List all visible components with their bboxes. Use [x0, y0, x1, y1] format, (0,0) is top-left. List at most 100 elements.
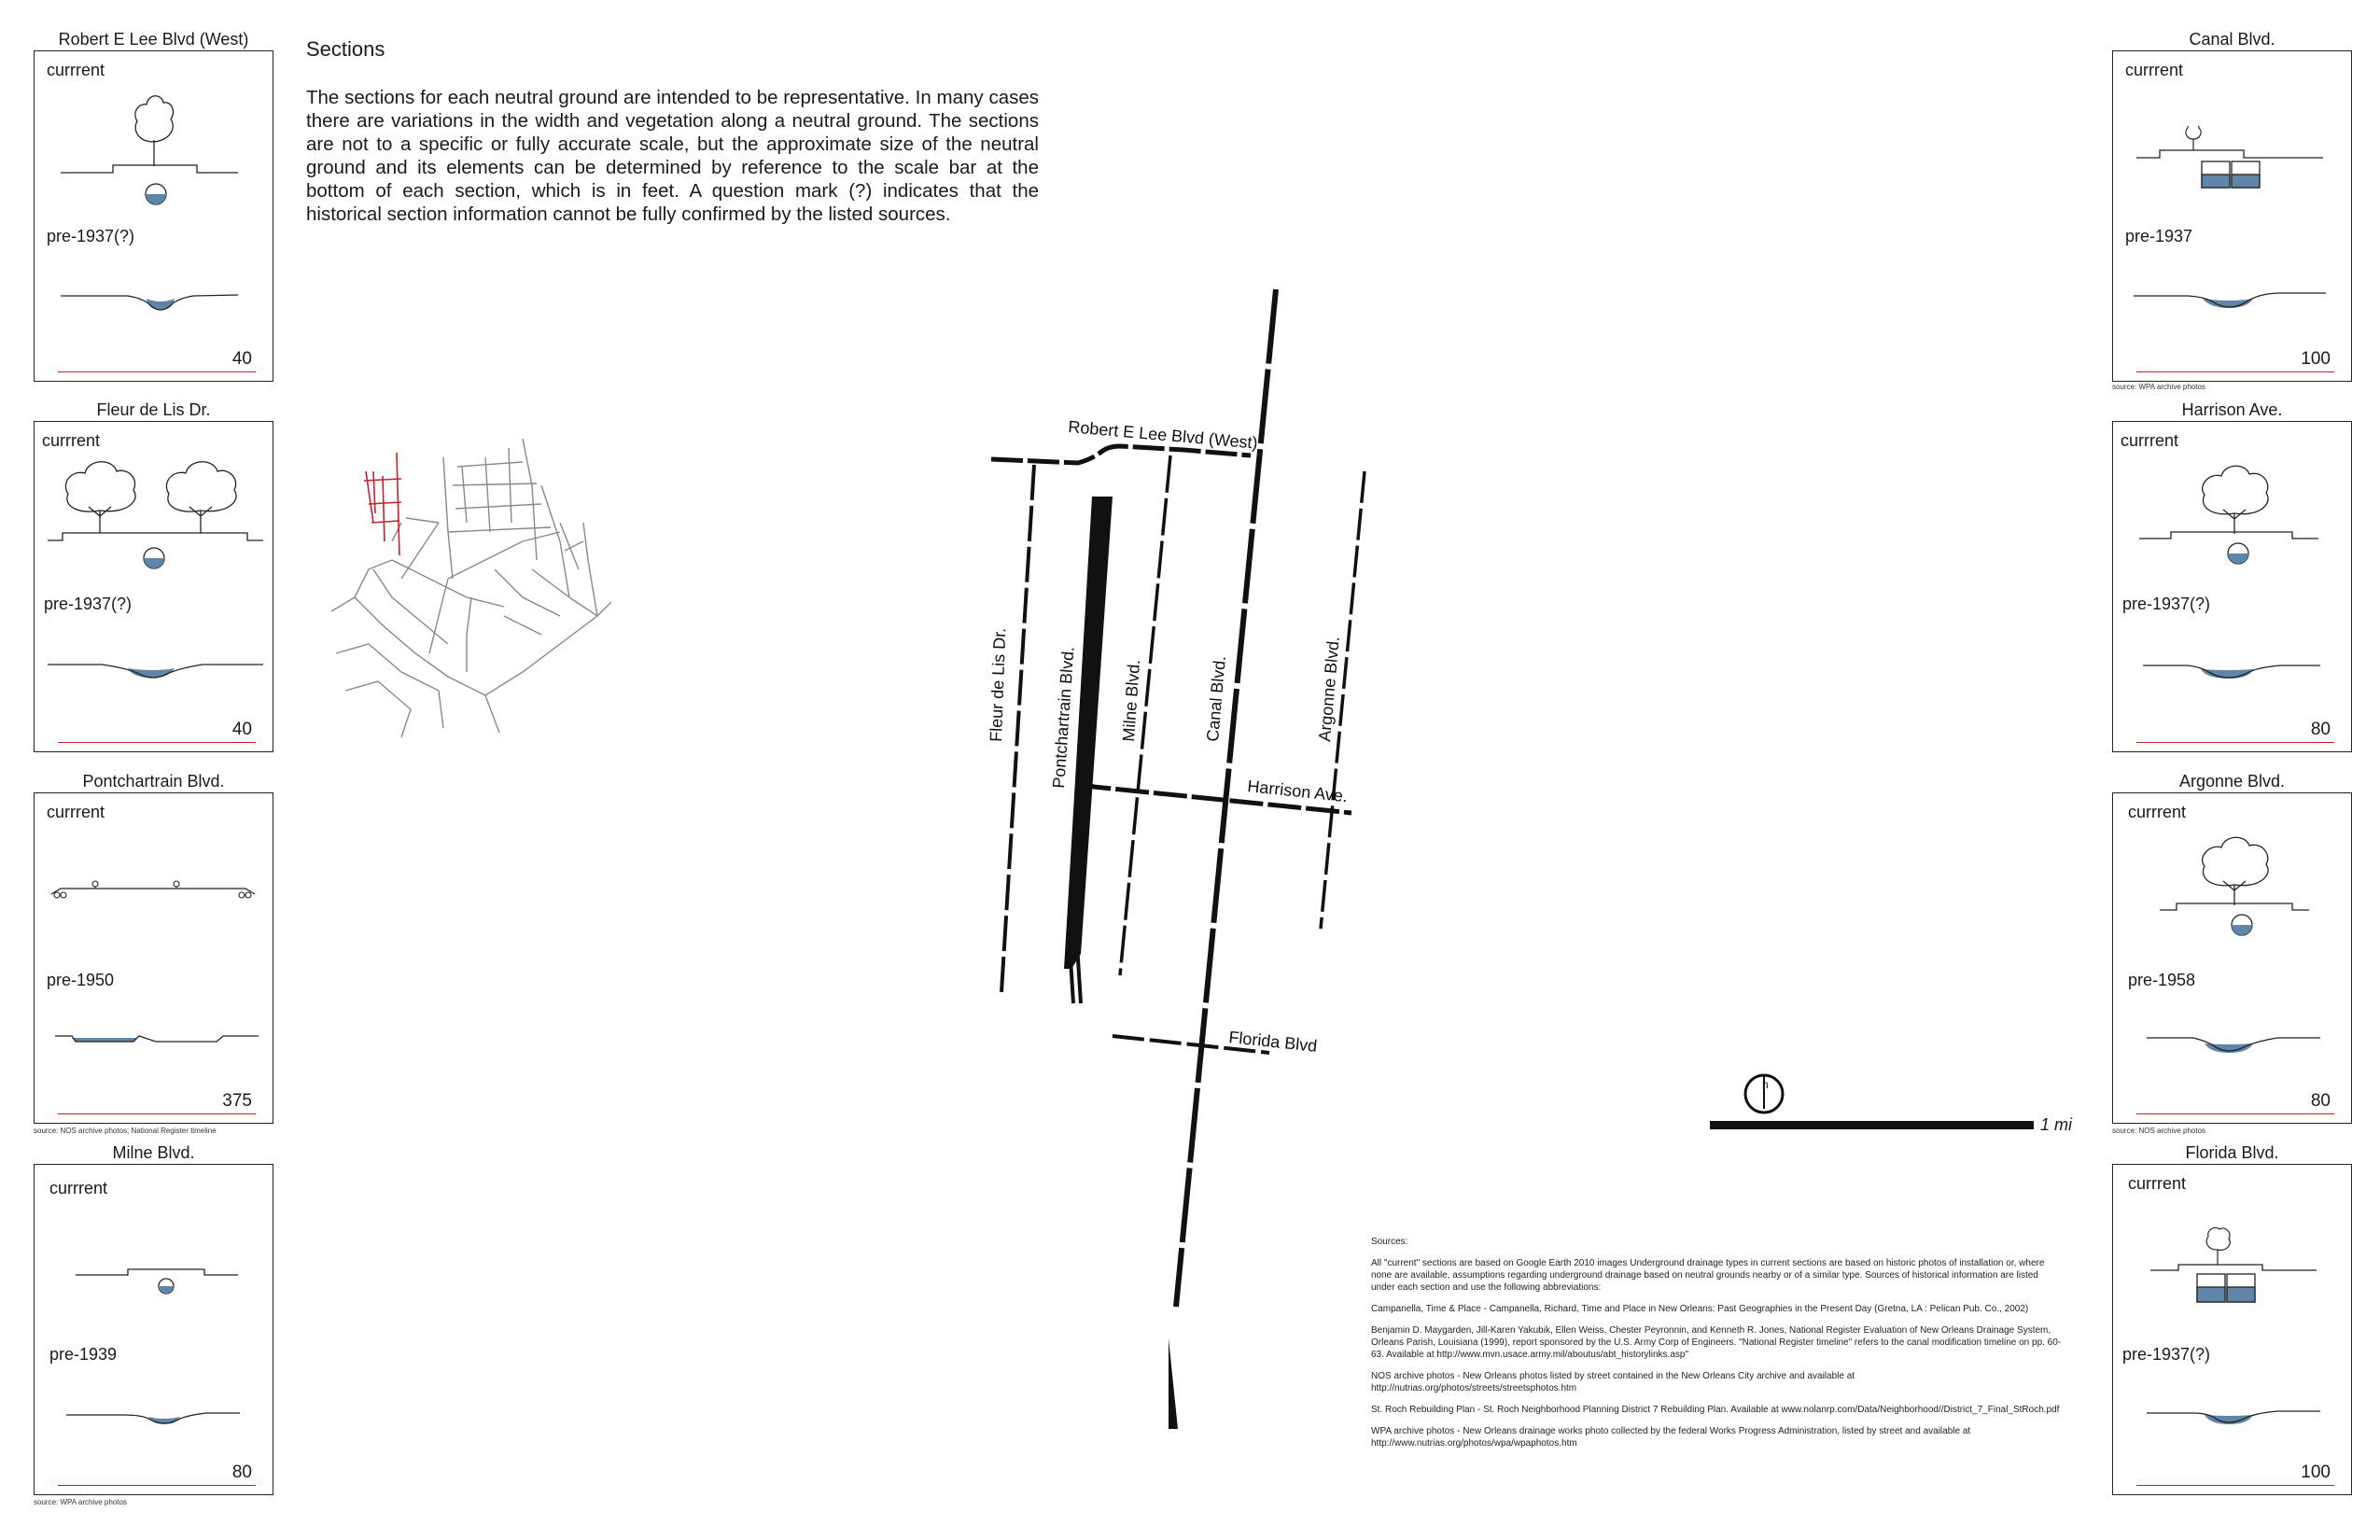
argonne-road	[1319, 470, 1366, 930]
intro-text: The sections for each neutral ground are…	[306, 87, 1039, 225]
historic-label: pre-1937(?)	[44, 595, 133, 613]
source-item: Benjamin D. Maygarden, Jill-Karen Yakubi…	[1371, 1325, 2062, 1360]
intro-title: Sections	[306, 37, 385, 61]
historic-section-drawing	[2147, 1037, 2320, 1053]
panel-box: currrent pre-1937 100	[2112, 50, 2352, 382]
scale-value: 40	[231, 349, 252, 369]
scale-value: 80	[231, 1463, 252, 1482]
panel-box: currrent pre-1937(?) 100	[2112, 1164, 2352, 1495]
historic-section-drawing	[2143, 665, 2320, 679]
scale-value: 40	[231, 720, 252, 739]
tree-icon	[2185, 126, 2202, 150]
scale-line	[2136, 1484, 2334, 1486]
current-section-drawing	[48, 461, 263, 569]
panel-title: Harrison Ave.	[2181, 400, 2283, 419]
label-pontchartrain: Pontchartrain Blvd.	[1049, 646, 1078, 789]
source-note: source: NOS archive photos; National Reg…	[34, 1127, 217, 1135]
historic-section-drawing	[2147, 1410, 2320, 1424]
current-section-drawing	[61, 95, 238, 205]
current-label: currrent	[2128, 803, 2187, 821]
current-label: currrent	[49, 1179, 108, 1197]
scale-value: 80	[2310, 1091, 2331, 1111]
current-label: currrent	[2121, 431, 2179, 450]
historic-label: pre-1937(?)	[2122, 1345, 2211, 1364]
historic-section-drawing	[2134, 292, 2326, 308]
current-label: currrent	[47, 61, 105, 79]
panel-box: currrent pre-1939 80	[34, 1164, 273, 1495]
label-argonne: Argonne Blvd.	[1315, 636, 1343, 742]
source-note: source: WPA archive photos	[34, 1498, 127, 1506]
current-label: currrent	[2128, 1174, 2187, 1193]
historic-label: pre-1958	[2128, 971, 2196, 989]
source-item: St. Roch Rebuilding Plan - St. Roch Neig…	[1371, 1405, 2060, 1415]
source-item: All "current" sections are based on Goog…	[1371, 1258, 2045, 1293]
panel-box: currrent pre-1950 375	[34, 792, 273, 1124]
label-canal: Canal Blvd.	[1203, 655, 1229, 742]
current-label: currrent	[2125, 61, 2184, 79]
source-item: NOS archive photos - New Orleans photos …	[1371, 1371, 1855, 1393]
tree-icon	[2202, 465, 2269, 534]
robert-e-lee-road	[990, 443, 1252, 466]
scale-value: 375	[222, 1091, 252, 1111]
fleur-de-lis-road	[1000, 464, 1036, 993]
historic-label: pre-1937	[2125, 227, 2193, 245]
scale-bar-label: 1 mi	[2040, 1115, 2073, 1134]
current-section-drawing	[2136, 126, 2323, 189]
tree-icon	[134, 95, 175, 166]
scale-value: 80	[2310, 720, 2331, 739]
panel-box: currrent pre-1958 80	[2112, 792, 2352, 1124]
historic-section-drawing	[61, 294, 239, 311]
panel-title: Milne Blvd.	[112, 1143, 195, 1162]
current-section-drawing	[2150, 1226, 2317, 1303]
north-label: n	[1762, 1078, 1769, 1091]
source-item: Campanella, Time & Place - Campanella, R…	[1371, 1304, 2029, 1314]
historic-section-drawing	[66, 1412, 240, 1424]
scale-line	[2136, 741, 2334, 743]
tree-icon	[64, 461, 136, 533]
label-milne: Milne Blvd.	[1119, 659, 1143, 742]
scale-bar	[1710, 1121, 2034, 1129]
tree-icon	[165, 461, 237, 533]
panel-title: Florida Blvd.	[2185, 1143, 2279, 1162]
label-fleur-de-lis: Fleur de Lis Dr.	[987, 627, 1009, 742]
panel-title: Pontchartrain Blvd.	[82, 772, 225, 791]
panel-title: Canal Blvd.	[2189, 30, 2275, 49]
drain-pipe-icon	[2231, 914, 2253, 936]
current-section-drawing	[76, 1268, 238, 1295]
historic-label: pre-1950	[47, 971, 115, 989]
context-map-highlight	[363, 452, 402, 556]
harrison-road	[1077, 779, 1352, 816]
panel-title: Argonne Blvd.	[2178, 772, 2286, 791]
drain-pipe-icon	[2227, 542, 2249, 565]
sources-block: Sources: All "current" sections are base…	[1371, 1236, 2062, 1459]
panel-title: Robert E Lee Blvd (West)	[58, 30, 249, 49]
box-culvert-icon	[2201, 161, 2261, 189]
scale-line	[58, 1484, 256, 1486]
panel-box: currrent pre-1937(?) 40	[34, 50, 273, 382]
drain-pipe-icon	[158, 1278, 175, 1295]
drain-pipe-icon	[145, 183, 167, 205]
current-label: currrent	[42, 431, 101, 450]
tree-icon	[2202, 836, 2269, 905]
label-harrison: Harrison Ave.	[1247, 777, 1349, 805]
canal-road-lower	[1169, 1338, 1178, 1429]
context-locator-map	[330, 438, 612, 738]
scale-value: 100	[2301, 349, 2331, 369]
panel-box: currrent pre-1937(?) 80	[2112, 421, 2352, 752]
current-section-drawing	[50, 880, 256, 899]
panel-title: Fleur de Lis Dr.	[96, 400, 211, 419]
milne-road	[1118, 455, 1172, 976]
scale-line	[58, 1113, 256, 1114]
scale-value: 100	[2301, 1463, 2331, 1482]
north-arrow-icon	[1743, 1073, 1785, 1114]
pontchartrain-road	[1064, 497, 1113, 1004]
historic-label: pre-1939	[49, 1345, 118, 1364]
panel-box: currrent pre-1937(?) 40	[34, 421, 273, 752]
historic-section-drawing	[55, 1035, 259, 1043]
historic-label: pre-1937(?)	[47, 227, 135, 245]
current-label: currrent	[47, 803, 105, 821]
box-culvert-icon	[2196, 1273, 2256, 1303]
historic-label: pre-1937(?)	[2122, 595, 2211, 613]
scale-line	[58, 741, 256, 743]
